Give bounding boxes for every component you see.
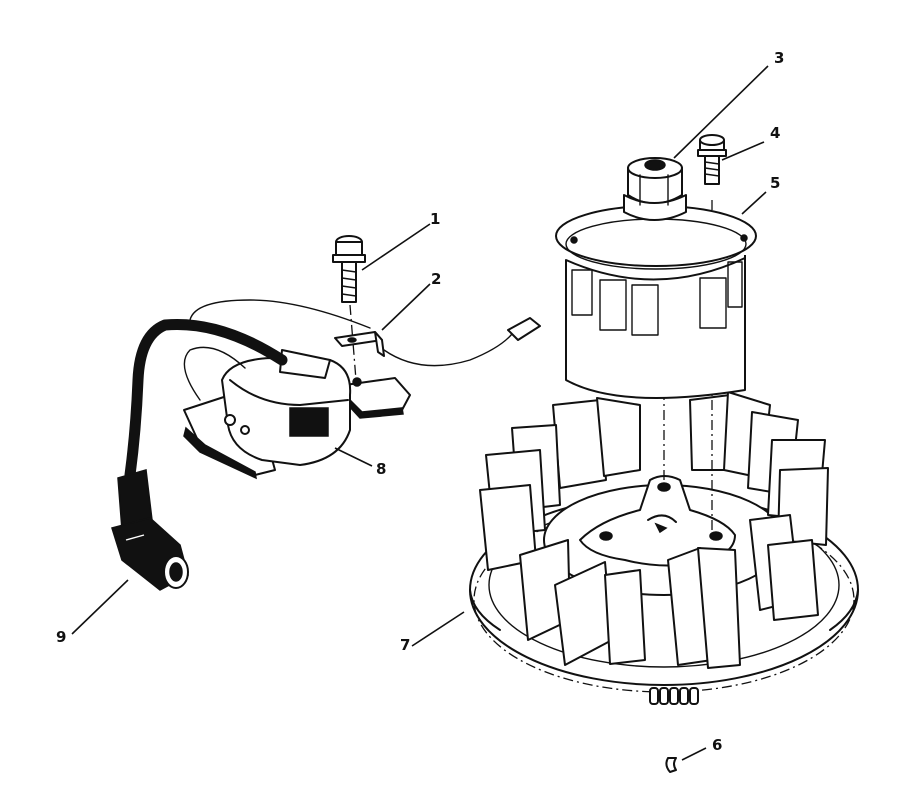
- flywheel-key: [665, 757, 677, 773]
- callout-6: 6: [712, 736, 723, 754]
- flywheel-teeth: [649, 687, 699, 705]
- flywheel-nut: [623, 157, 687, 221]
- callout-7: 7: [400, 636, 411, 654]
- screen-bolt: [697, 134, 727, 185]
- callout-3: 3: [774, 49, 785, 67]
- callout-1: 1: [430, 210, 441, 228]
- rotating-screen: [555, 205, 757, 399]
- ground-terminal: [189, 299, 541, 367]
- callout-8: 8: [376, 460, 387, 478]
- callout-leaders: [71, 65, 769, 761]
- ignition-coil: [183, 346, 411, 480]
- coil-bolt: [332, 235, 366, 303]
- callout-4: 4: [770, 124, 781, 142]
- callout-2: 2: [431, 270, 442, 288]
- spark-plug-lead: [111, 318, 288, 591]
- callout-9: 9: [56, 628, 67, 646]
- flywheel: [469, 391, 859, 705]
- callout-5: 5: [770, 174, 781, 192]
